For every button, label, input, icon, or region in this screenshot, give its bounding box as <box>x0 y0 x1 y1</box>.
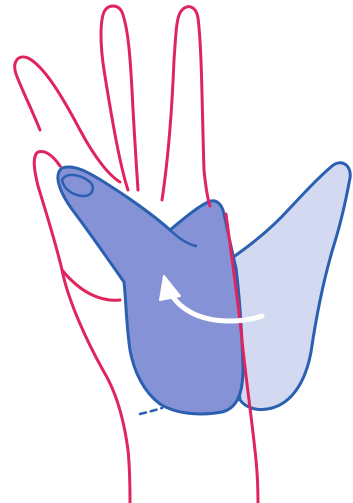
hand-diagram <box>0 0 353 503</box>
hand-illustration <box>0 0 353 503</box>
